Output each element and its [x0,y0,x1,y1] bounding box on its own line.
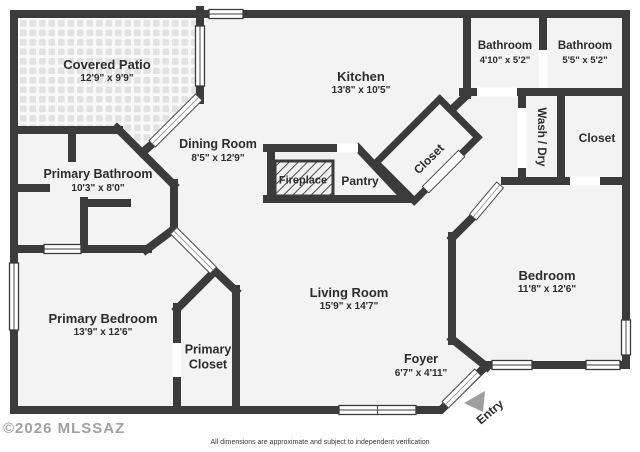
room-label-bedroom: Bedroom 11'8" x 12'6" [518,268,576,296]
room-name: Kitchen [337,68,385,84]
room-name: Bathroom [477,40,533,53]
room-name: Dining Room [179,137,257,152]
room-name: Bathroom [557,40,613,53]
room-dims: 4'10" x 5'2" [479,54,531,66]
diagonal-closet-walls [371,94,483,206]
room-label-fireplace: Fireplace [279,175,327,188]
room-dims: 8'5" x 12'9" [191,152,245,164]
room-name: Closet [578,130,616,145]
room-name: Fireplace [278,174,328,187]
room-name: Foyer [403,352,439,367]
room-name: Living Room [309,284,389,300]
door-openings [172,50,600,377]
room-label-foyer: Foyer 6'7" x 4'11" [395,352,448,380]
fireplace-hatch [273,159,335,198]
room-label-primary-closet: Primary Closet [177,342,239,372]
room-dims: 12'9" x 9'9" [80,73,134,85]
room-name: Pantry [341,173,379,188]
room-name: Bedroom [518,267,576,283]
room-label-dining-room: Dining Room 8'5" x 12'9" [179,137,257,165]
room-dims: 13'8" x 10'5" [331,85,391,97]
room-label-covered-patio: Covered Patio 12'9" x 9'9" [63,57,150,85]
room-label-bathroom-2: Bathroom 5'5" x 5'2" [558,40,612,66]
room-dims: 6'7" x 4'11" [394,367,448,379]
diagonal-doors [148,93,505,409]
room-dims: 13'9" x 12'6" [73,327,133,339]
room-label-pantry: Pantry [341,174,378,188]
room-dims: 10'3" x 8'0" [71,182,125,194]
windows [8,8,632,416]
room-label-primary-bathroom: Primary Bathroom 10'3" x 8'0" [43,167,152,195]
room-name: Primary Bathroom [43,167,153,182]
mls-watermark: ©2026 MLSSAZ [3,420,126,437]
room-label-bathroom-1: Bathroom 4'10" x 5'2" [478,40,532,66]
room-label-closet-hall: Closet [579,131,616,145]
room-name: Primary Bedroom [48,310,158,326]
covered-patio-tiles [14,14,200,152]
room-name: Primary Closet [184,342,232,371]
room-dims: 15'9" x 14'7" [319,301,379,313]
room-label-living-room: Living Room 15'9" x 14'7" [310,285,389,313]
entry-arrow-icon [464,391,485,412]
room-dims: 5'5" x 5'2" [562,54,608,66]
room-name: Wash / Dry [534,107,547,167]
room-label-wash-dry: Wash / Dry [533,107,547,166]
disclaimer-text: All dimensions are approximate and subje… [210,439,430,446]
room-name: Covered Patio [63,56,151,72]
room-dims: 11'8" x 12'6" [517,284,577,296]
room-label-primary-bedroom: Primary Bedroom 13'9" x 12'6" [48,311,157,339]
room-label-kitchen: Kitchen 13'8" x 10'5" [332,69,391,97]
